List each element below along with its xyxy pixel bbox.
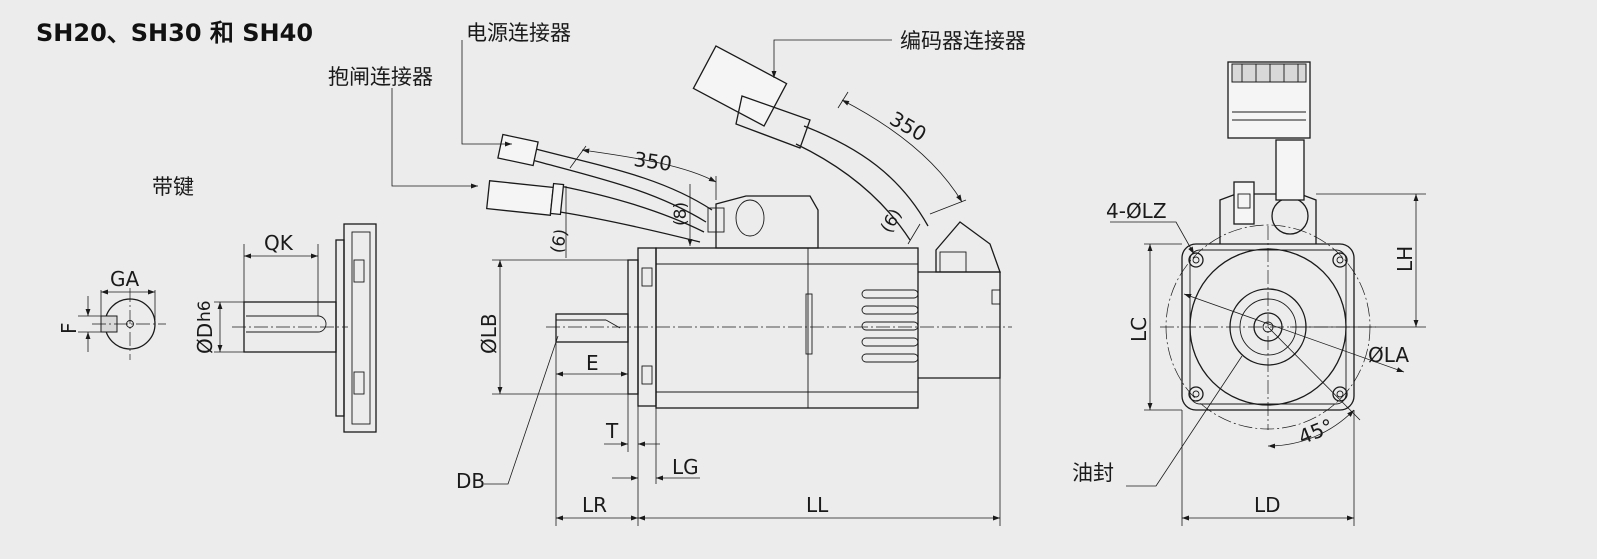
dim-lg: LG [672, 455, 699, 479]
dim-offset-6-a: (6) [547, 227, 572, 255]
cable-length-dims [565, 91, 967, 258]
callout-oil-seal: 油封 [1072, 461, 1114, 485]
dim-d: ØD [193, 323, 217, 354]
dim-angle: 45° [1295, 414, 1337, 450]
dim-ld: LD [1254, 493, 1281, 517]
dim-f: F [57, 322, 81, 334]
motor-side-view [546, 195, 1012, 409]
dim-ll: LL [806, 493, 829, 517]
page-title: SH20、SH30 和 SH40 [36, 19, 313, 47]
keyed-shaft-side-view [214, 223, 377, 433]
dim-d-tolerance: h6 [195, 300, 215, 322]
callout-brake-connector: 抱闸连接器 [328, 65, 433, 89]
callout-power-connector: 电源连接器 [466, 21, 571, 45]
dim-offset-6-b: (6) [877, 206, 906, 237]
dim-cable-length-2: 350 [886, 106, 931, 146]
dim-lz: 4-ØLZ [1106, 199, 1167, 223]
power-brake-cables [485, 133, 713, 243]
dim-db: DB [456, 469, 485, 493]
dim-d-group: ØD h6 [193, 300, 217, 354]
shaft-cross-section [78, 288, 166, 360]
dim-offset-8: (8) [671, 202, 691, 226]
dim-cable-length-1: 350 [632, 147, 673, 176]
callout-encoder-connector: 编码器连接器 [900, 29, 1026, 53]
dim-la: ØLA [1368, 343, 1409, 367]
front-view-dims [1110, 193, 1426, 526]
side-view-dims [484, 259, 1001, 526]
dim-lh: LH [1393, 246, 1417, 272]
dim-lb: ØLB [477, 313, 501, 354]
dim-lr: LR [582, 493, 607, 517]
motor-front-view [1160, 61, 1376, 430]
dim-e: E [586, 351, 599, 375]
dim-lc: LC [1127, 317, 1151, 342]
connector-leaders [391, 39, 892, 189]
dim-qk: QK [264, 231, 294, 255]
keyed-shaft-label: 带键 [152, 175, 194, 199]
dim-t: T [605, 419, 619, 443]
dim-ga: GA [110, 267, 139, 291]
